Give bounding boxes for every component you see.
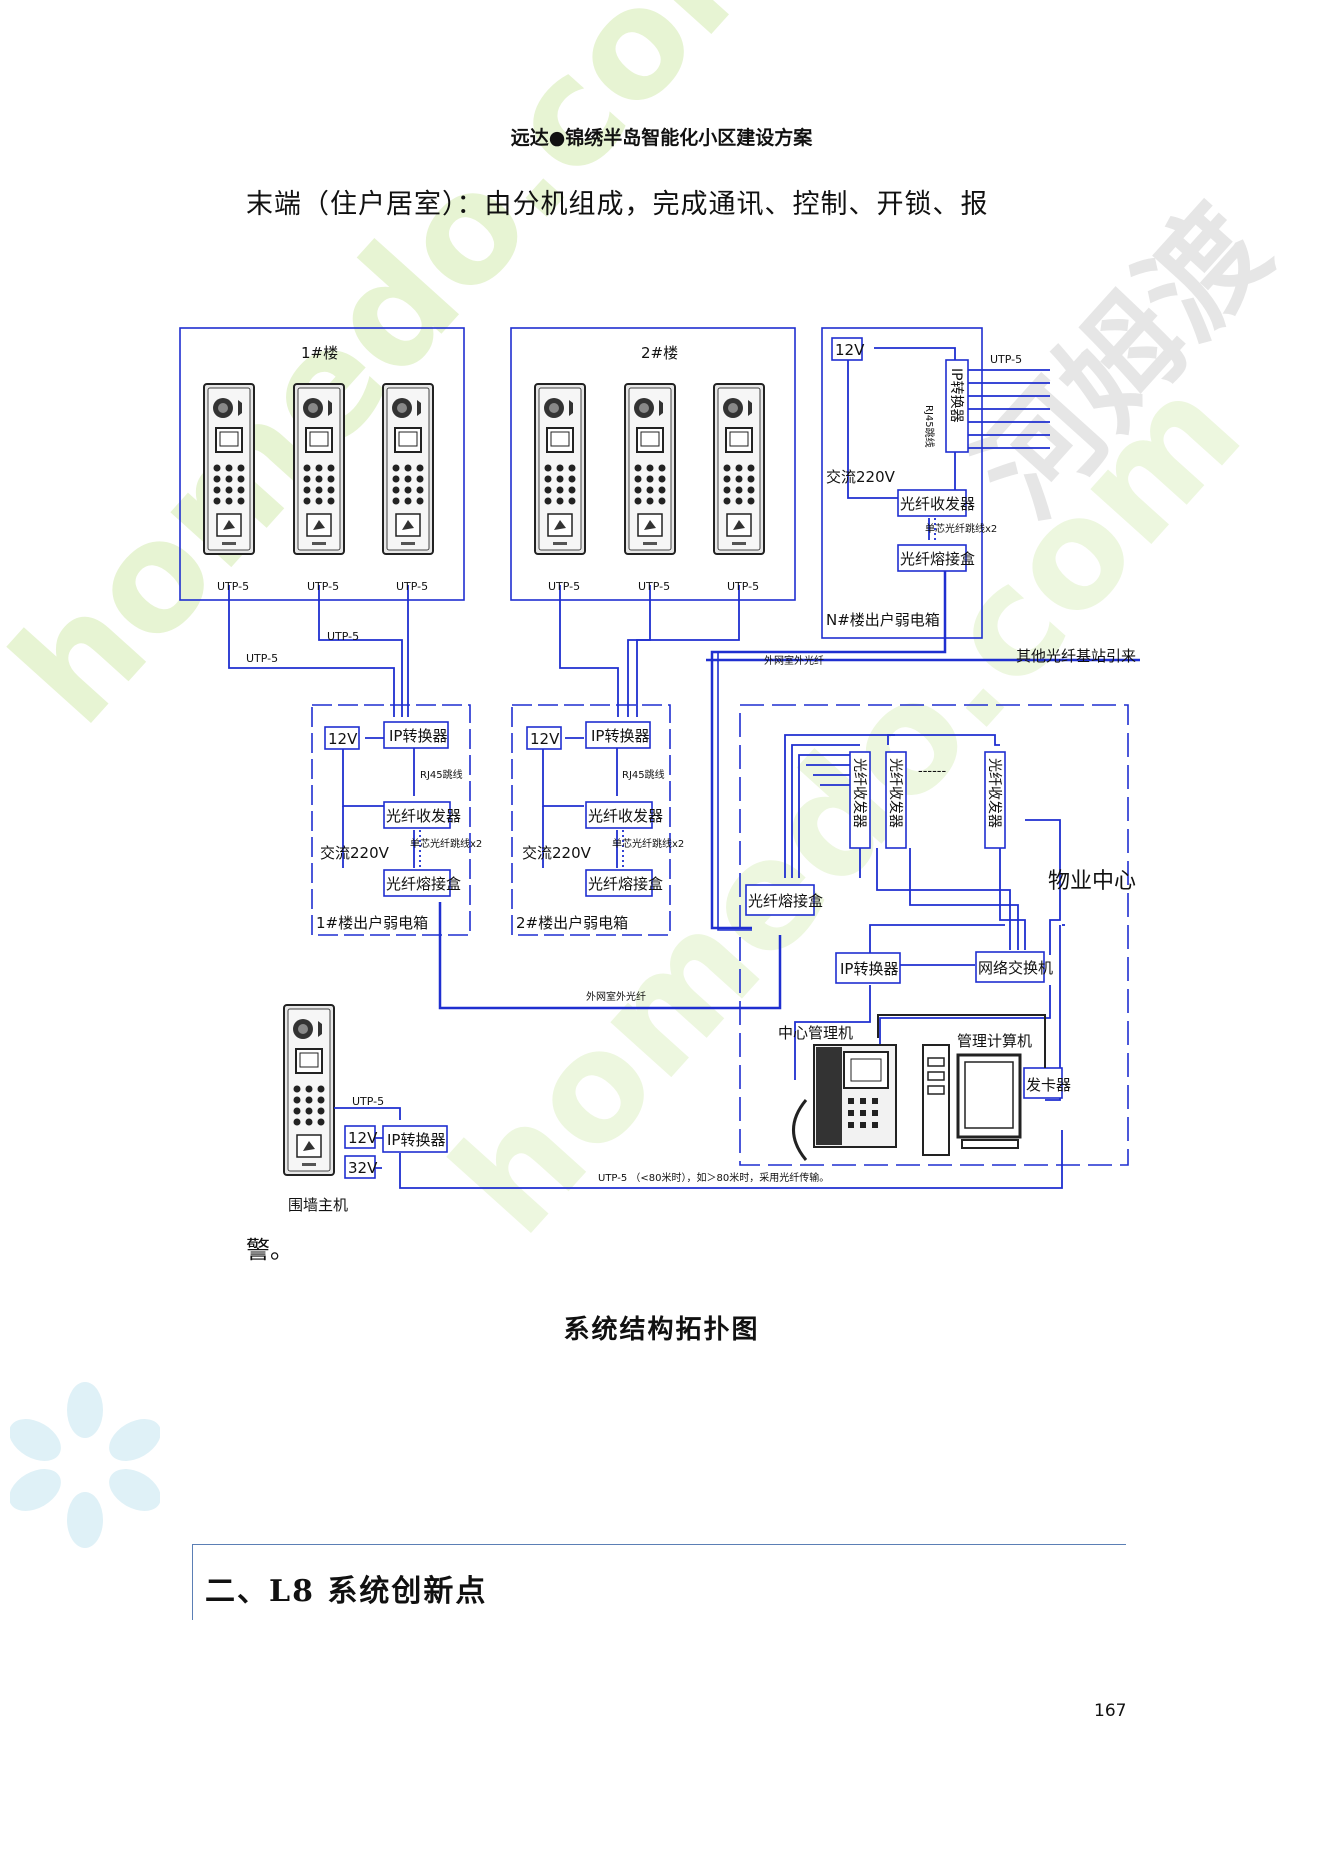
label-outdoor-fiber-2: 外网室外光纤 bbox=[586, 990, 646, 1003]
label-12v-box2: 12V bbox=[530, 730, 560, 748]
label-utp-b2-3: UTP-5 bbox=[727, 580, 759, 593]
body-paragraph: 末端（住户居室）：由分机组成，完成通讯、控制、开锁、报 bbox=[246, 189, 989, 220]
label-splice-box1: 光纤熔接盒 bbox=[386, 875, 461, 893]
label-ipconv-box1: IP转换器 bbox=[389, 727, 447, 745]
page-number: 167 bbox=[1094, 1701, 1127, 1721]
label-box-n: N#楼出户弱电箱 bbox=[826, 611, 940, 629]
label-building1: 1#楼 bbox=[301, 344, 338, 362]
label-32v-wall: 32V bbox=[348, 1159, 378, 1177]
center-manager-icon bbox=[792, 1044, 897, 1161]
section-rule-vertical bbox=[192, 1544, 193, 1620]
label-12v-box1: 12V bbox=[328, 730, 358, 748]
label-ac220-n: 交流220V bbox=[826, 468, 896, 486]
label-utp-b1-2: UTP-5 bbox=[307, 580, 339, 593]
label-dots: ------ bbox=[918, 764, 946, 779]
label-wall-unit: 围墙主机 bbox=[288, 1196, 348, 1214]
label-utp-b1-3: UTP-5 bbox=[396, 580, 428, 593]
label-transceiver-pc3: 光纤收发器 bbox=[986, 758, 1002, 828]
label-jumper-box2: 单芯光纤跳线x2 bbox=[612, 837, 684, 850]
label-utp-b2-2: UTP-5 bbox=[638, 580, 670, 593]
label-utp-wall: UTP-5 bbox=[352, 1095, 384, 1108]
label-ipconv-box2: IP转换器 bbox=[591, 727, 649, 745]
label-jumper-box1: 单芯光纤跳线x2 bbox=[410, 837, 482, 850]
label-jumper-n: 单芯光纤跳线x2 bbox=[925, 522, 997, 535]
label-card-issuer: 发卡器 bbox=[1026, 1076, 1071, 1094]
section-heading: 二、L8 系统创新点 bbox=[205, 1574, 488, 1609]
management-pc-icon bbox=[877, 1014, 1046, 1156]
label-center-manager: 中心管理机 bbox=[778, 1024, 853, 1042]
label-transceiver-n: 光纤收发器 bbox=[900, 495, 975, 513]
document-header: 远达●锦绣半岛智能化小区建设方案 bbox=[510, 127, 813, 149]
label-management-pc: 管理计算机 bbox=[957, 1032, 1032, 1050]
label-transceiver-pc2: 光纤收发器 bbox=[887, 758, 903, 828]
label-12v-wall: 12V bbox=[348, 1129, 378, 1147]
label-utp-b1-5: UTP-5 bbox=[327, 630, 359, 643]
label-rj45-n: RJ45跳线 bbox=[923, 405, 936, 448]
label-splice-n: 光纤熔接盒 bbox=[900, 550, 975, 568]
label-utp-b1-4: UTP-5 bbox=[246, 652, 278, 665]
label-utp-note: UTP-5 （<80米时），如＞80米时，采用光纤传输。 bbox=[598, 1171, 829, 1184]
label-box2: 2#楼出户弱电箱 bbox=[516, 914, 628, 932]
figure-caption: 系统结构拓扑图 bbox=[563, 1315, 760, 1345]
label-transceiver-box1: 光纤收发器 bbox=[386, 807, 461, 825]
label-utp-b1-1: UTP-5 bbox=[217, 580, 249, 593]
label-box1: 1#楼出户弱电箱 bbox=[316, 914, 428, 932]
section-rule bbox=[192, 1544, 1126, 1545]
label-ipconv-center: IP转换器 bbox=[840, 960, 898, 978]
label-ipconv-n: IP转换器 bbox=[948, 368, 965, 423]
watermark-flower-icon bbox=[10, 1382, 160, 1548]
label-other-fiber: 其他光纤基站引来 bbox=[1016, 647, 1136, 665]
label-ac220-box1: 交流220V bbox=[320, 844, 390, 862]
label-building2: 2#楼 bbox=[641, 344, 678, 362]
label-splice-box2: 光纤熔接盒 bbox=[588, 875, 663, 893]
label-transceiver-pc1: 光纤收发器 bbox=[851, 758, 867, 828]
label-property-center: 物业中心 bbox=[1048, 869, 1136, 894]
label-splice-center: 光纤熔接盒 bbox=[748, 892, 823, 910]
label-rj45-box2: RJ45跳线 bbox=[622, 768, 665, 781]
label-transceiver-box2: 光纤收发器 bbox=[588, 807, 663, 825]
label-utp-n: UTP-5 bbox=[990, 353, 1022, 366]
label-12v-n: 12V bbox=[835, 341, 865, 359]
label-ipconv-wall: IP转换器 bbox=[387, 1131, 445, 1149]
label-utp-b2-1: UTP-5 bbox=[548, 580, 580, 593]
label-outdoor-fiber-1: 外网室外光纤 bbox=[764, 654, 824, 667]
label-rj45-box1: RJ45跳线 bbox=[420, 768, 463, 781]
body-paragraph-continued: 警。 bbox=[246, 1236, 294, 1264]
label-switch: 网络交换机 bbox=[978, 959, 1053, 977]
label-ac220-box2: 交流220V bbox=[522, 844, 592, 862]
